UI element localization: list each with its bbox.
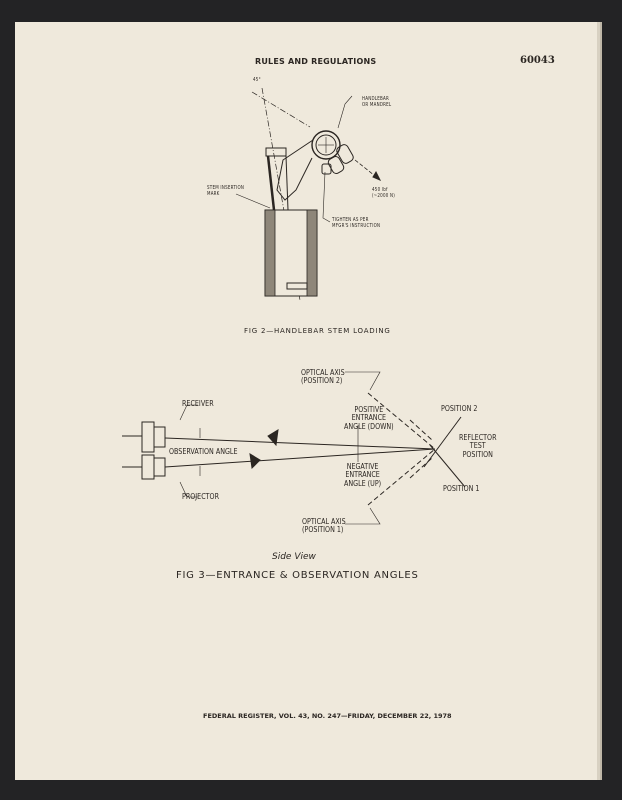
fig3-caption: FIG 3—ENTRANCE & OBSERVATION ANGLES (176, 570, 419, 581)
optical-axis-1-label: OPTICAL AXIS(POSITION 1) (302, 517, 346, 535)
footer-citation: FEDERAL REGISTER, VOL. 43, NO. 247—FRIDA… (203, 712, 452, 720)
side-view-label: Side View (272, 552, 316, 562)
position-2-label: POSITION 2 (441, 404, 478, 413)
fig3-angles-drawing (122, 371, 466, 525)
fig2-caption: FIG 2—HANDLEBAR STEM LOADING (244, 327, 391, 335)
angle-label: 45° (253, 77, 261, 83)
force-label: 450 lbf(~2000 N) (372, 187, 396, 199)
document-page (15, 22, 597, 780)
projector-label: PROJECTOR (182, 492, 220, 501)
fig2-handlebar-stem-drawing (235, 87, 382, 301)
optical-axis-2-label: OPTICAL AXIS(POSITION 2) (301, 368, 345, 386)
receiver-label: RECEIVER (182, 399, 214, 408)
page-number: 60043 (520, 55, 555, 66)
section-title: RULES AND REGULATIONS (255, 57, 377, 66)
observation-angle-label: OBSERVATION ANGLE (169, 447, 238, 456)
position-1-label: POSITION 1 (443, 484, 480, 493)
